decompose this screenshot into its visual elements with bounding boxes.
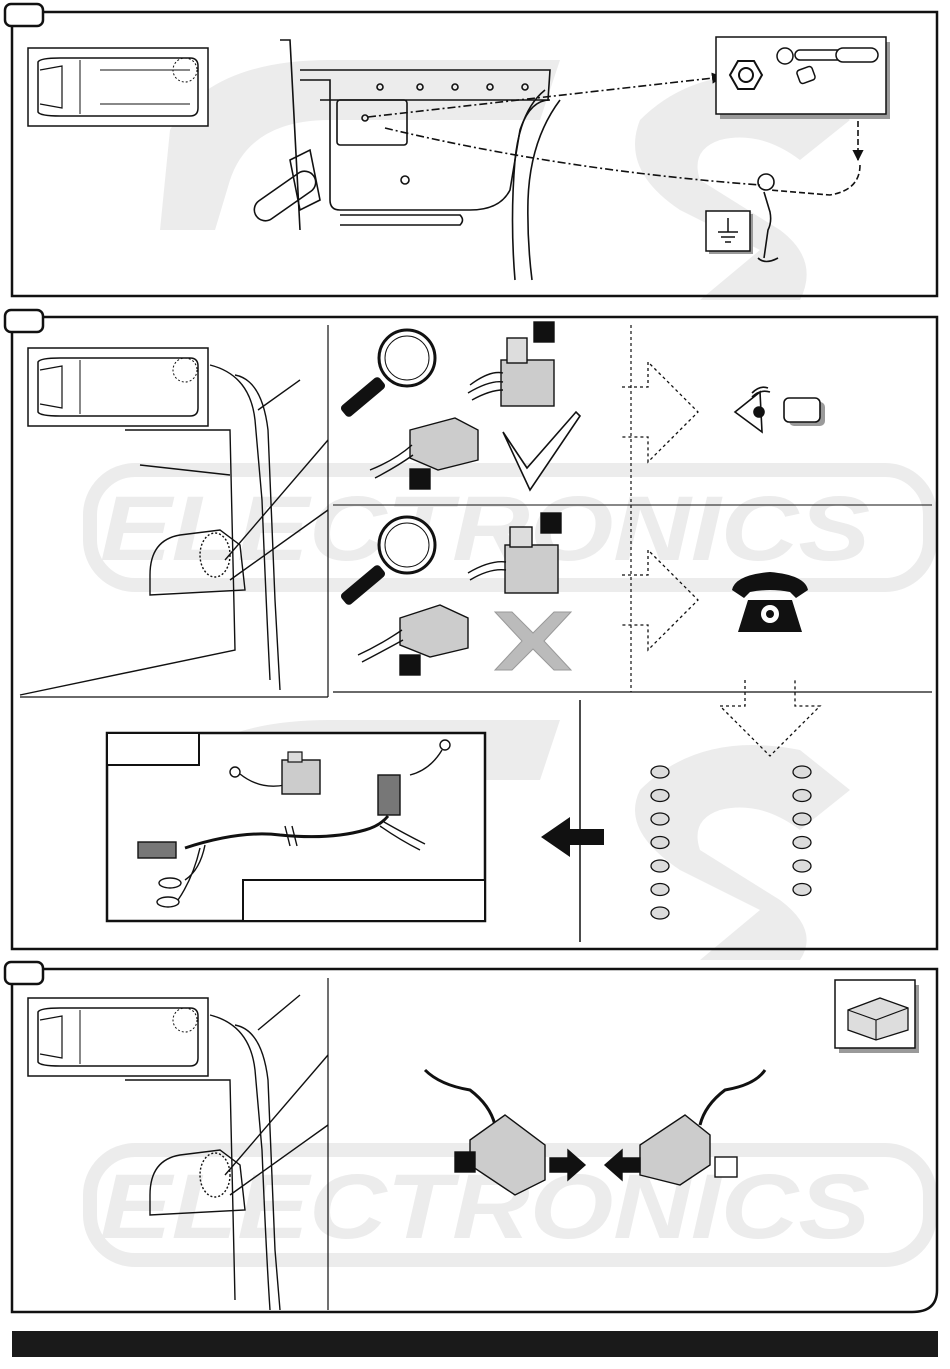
harness-tag [107,733,199,765]
footer-bar [12,1331,938,1357]
harness-caption [243,880,485,921]
van-top-view-icon-2 [28,348,208,426]
led-indicator [651,860,669,872]
step-3-marker [5,962,43,984]
telephone-icon [732,572,808,632]
step-2-panel [5,310,937,949]
van-top-view-icon [28,48,208,126]
wiring-harness-icon [107,733,485,921]
led-indicator [651,907,669,919]
dashed-arrow-right-1 [622,362,698,462]
step-2-marker [5,310,43,332]
led-indicator [793,813,811,825]
led-indicator [651,766,669,778]
led-indicator [793,884,811,896]
nut-icon [730,61,762,89]
tool-box [716,37,890,119]
led-indicator [793,790,811,802]
led-indicator [651,837,669,849]
eye-icon [735,387,825,432]
connector-icon-4 [358,605,468,675]
led-indicator [793,766,811,778]
magnifier-icon [339,330,435,418]
led-indicator [651,790,669,802]
led-indicator [793,837,811,849]
control-module-icon [835,980,919,1053]
led-indicator [651,813,669,825]
led-indicator [651,884,669,896]
ground-symbol-icon [706,211,753,254]
connector-icon [468,322,554,406]
step-1-marker [5,4,43,26]
van-top-view-icon-3 [28,998,208,1076]
cross-mark-icon [495,612,571,670]
led-indicator [793,860,811,872]
arrow-left [541,817,604,857]
